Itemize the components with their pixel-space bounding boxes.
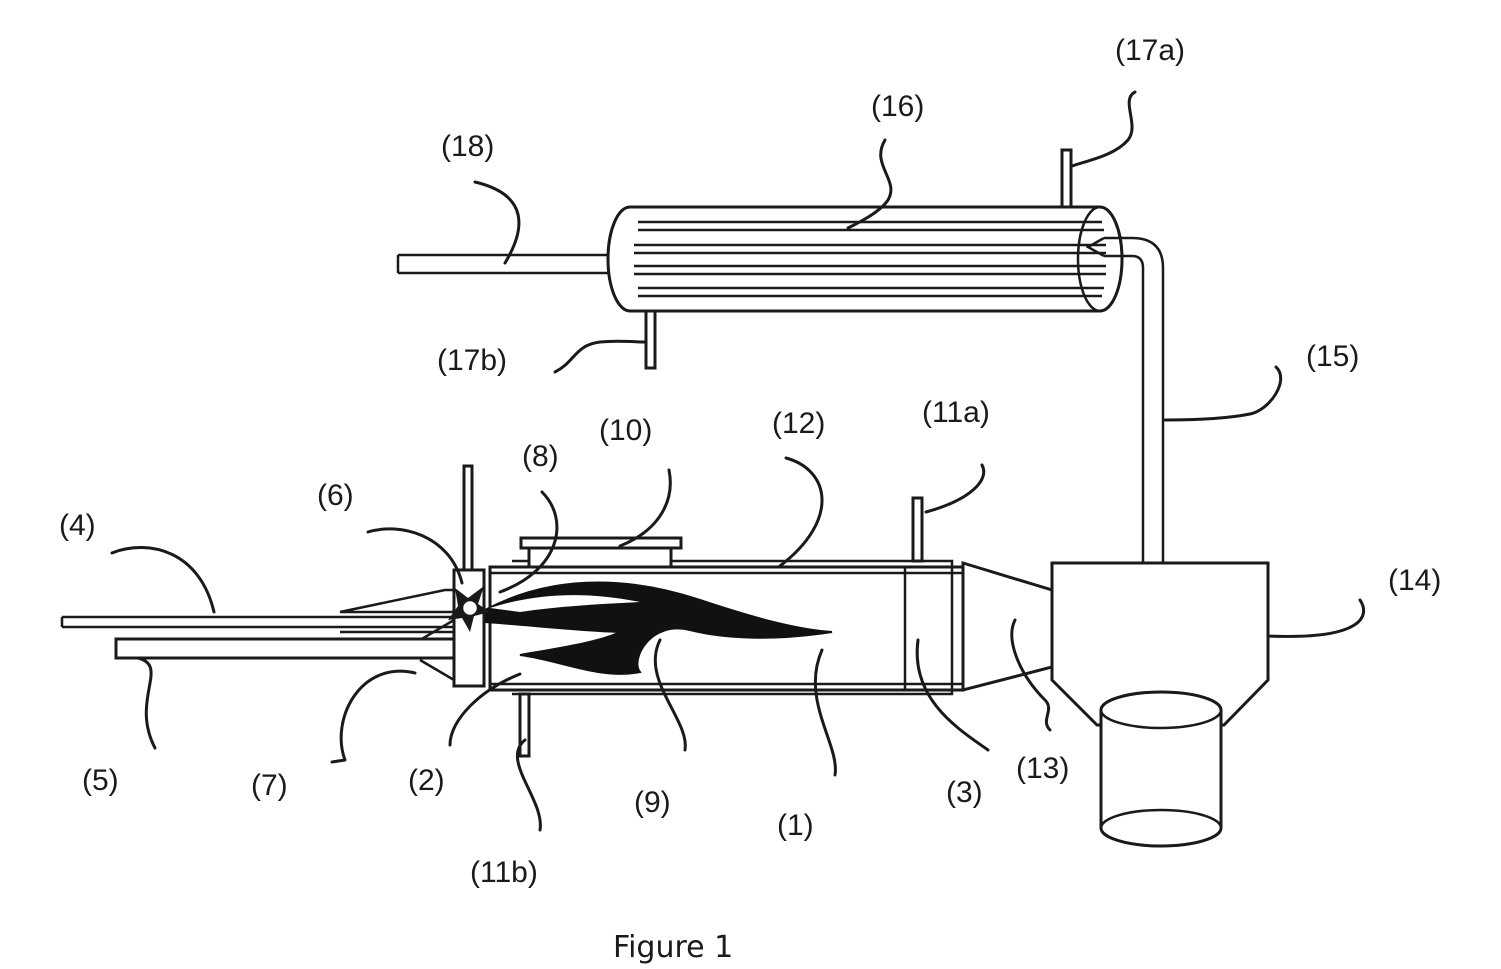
label-10: (10) xyxy=(599,414,652,447)
label-1: (1) xyxy=(777,809,814,842)
separator-14 xyxy=(1052,563,1268,846)
label-9: (9) xyxy=(634,786,671,819)
reference-labels: (17a) (16) (18) (17b) (15) (10) (12) (11… xyxy=(59,34,1441,889)
label-11a: (11a) xyxy=(922,396,990,429)
label-4: (4) xyxy=(59,509,96,542)
label-2: (2) xyxy=(408,764,445,797)
label-11b: (11b) xyxy=(470,856,538,889)
transition-cone-13 xyxy=(963,563,1052,690)
label-17b: (17b) xyxy=(437,344,507,377)
label-5: (5) xyxy=(82,764,119,797)
label-13: (13) xyxy=(1016,752,1069,785)
coolant-port-11a xyxy=(913,498,922,561)
label-14: (14) xyxy=(1388,564,1441,597)
label-12: (12) xyxy=(772,407,825,440)
nozzle-7 xyxy=(340,590,454,632)
label-17a: (17a) xyxy=(1115,34,1185,67)
coolant-port-17b xyxy=(646,311,655,368)
label-7: (7) xyxy=(251,769,288,802)
collection-vessel xyxy=(1101,692,1221,846)
figure-caption: Figure 1 xyxy=(613,930,733,965)
coolant-port-17a xyxy=(1062,150,1071,207)
feed-pipes xyxy=(62,617,454,658)
label-15: (15) xyxy=(1306,340,1359,373)
coolant-port-11b xyxy=(520,694,529,756)
label-16: (16) xyxy=(871,90,924,123)
label-18: (18) xyxy=(441,130,494,163)
label-8: (8) xyxy=(522,440,559,473)
label-6: (6) xyxy=(317,479,354,512)
feed-pipe-4 xyxy=(62,617,454,627)
label-3: (3) xyxy=(946,776,983,809)
feed-pipe-5 xyxy=(116,639,454,658)
